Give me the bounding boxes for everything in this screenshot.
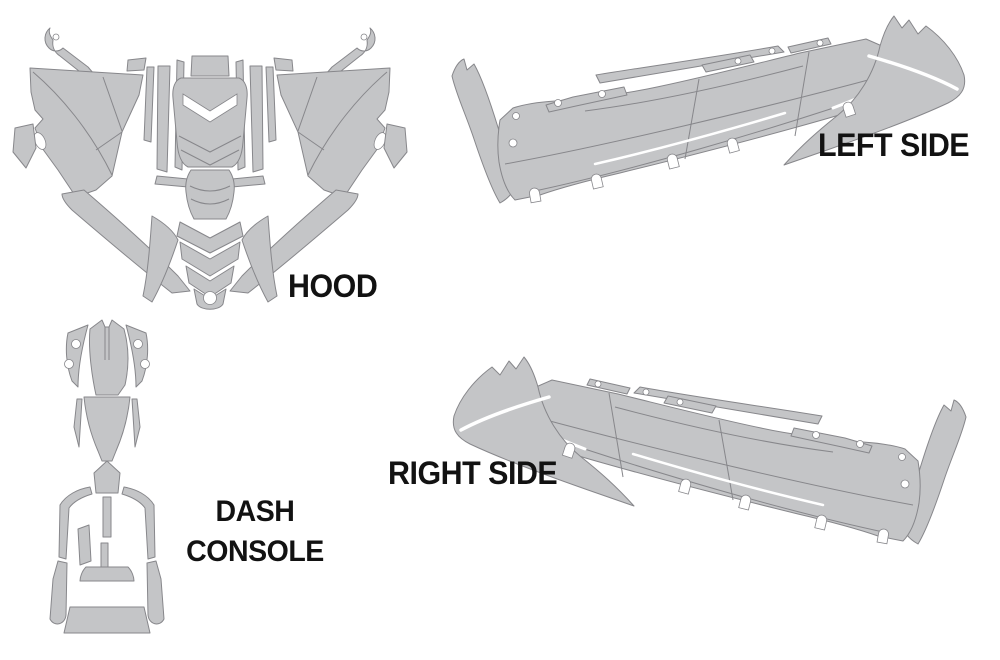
dash-console-label-line2: CONSOLE [186, 535, 324, 568]
hood-center-tab [190, 55, 230, 77]
hood-center-grille [185, 169, 235, 220]
console-shifter-base [79, 566, 135, 582]
dash-console-template [49, 319, 165, 634]
dash-console-label-line1: DASH [215, 495, 295, 528]
console-patch [77, 524, 92, 566]
left-side-template [450, 14, 967, 205]
hood-tip-hole [203, 291, 217, 305]
hood-chevron-cutout [182, 93, 238, 123]
console-shifter-stem [100, 542, 109, 568]
dash-console-label: DASH CONSOLE [184, 492, 327, 572]
console-neck [93, 460, 121, 494]
console-stem [102, 496, 112, 538]
hood-template [12, 27, 408, 310]
hood-label: HOOD [288, 268, 378, 304]
right-side-label: RIGHT SIDE [388, 455, 558, 491]
hood-chevron-block [172, 77, 248, 168]
console-bottom-bar [63, 606, 151, 634]
console-mid-taper [83, 396, 131, 462]
left-side-label: LEFT SIDE [818, 127, 970, 163]
hood-chevron-stack [176, 221, 244, 310]
right-side-template [451, 355, 968, 546]
